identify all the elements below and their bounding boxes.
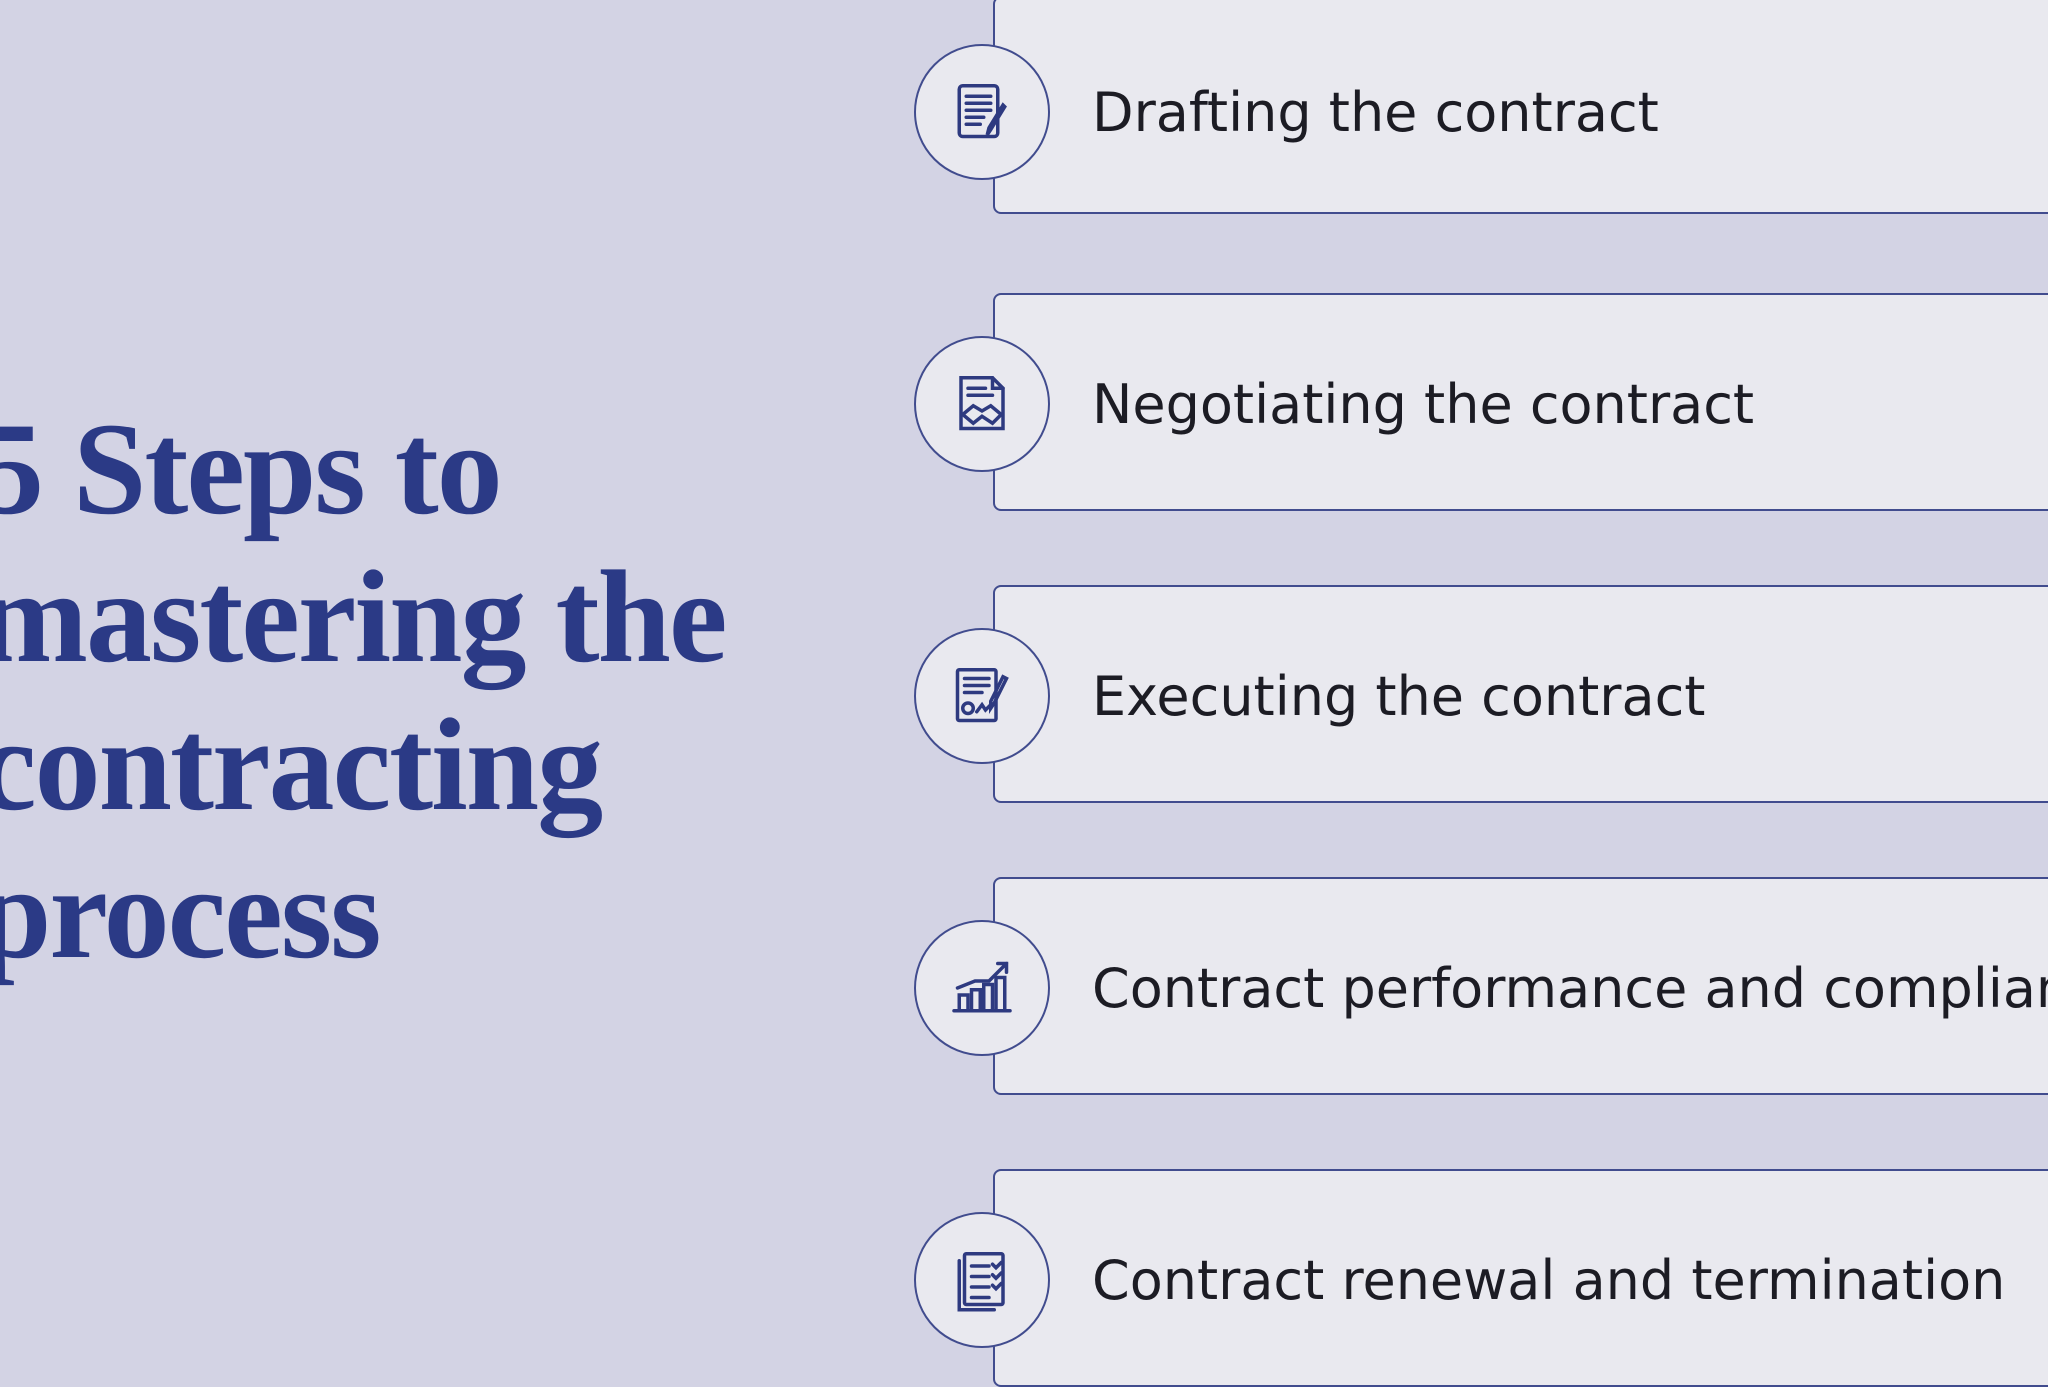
- title-line: mastering the: [0, 543, 728, 690]
- title-line: process: [0, 839, 382, 986]
- step-card-negotiating: [993, 293, 2048, 511]
- step-label: Executing the contract: [1092, 665, 1706, 728]
- bar-chart-growth-icon: [914, 920, 1050, 1056]
- step-label: Contract renewal and termination: [1092, 1249, 2006, 1312]
- document-handshake-icon: [914, 336, 1050, 472]
- document-signature-icon: [914, 628, 1050, 764]
- document-pen-icon: [914, 44, 1050, 180]
- page-title: 5 Steps to mastering the contracting pro…: [0, 395, 728, 987]
- step-label: Contract performance and compliance: [1092, 957, 2048, 1020]
- step-card-performance: [993, 877, 2048, 1095]
- step-card-executing: [993, 585, 2048, 803]
- step-card-drafting: [993, 0, 2048, 214]
- checklist-documents-icon: [914, 1212, 1050, 1348]
- title-line: contracting: [0, 691, 603, 838]
- step-label: Drafting the contract: [1092, 81, 1659, 144]
- title-line: 5 Steps to: [0, 395, 503, 542]
- step-label: Negotiating the contract: [1092, 373, 1755, 436]
